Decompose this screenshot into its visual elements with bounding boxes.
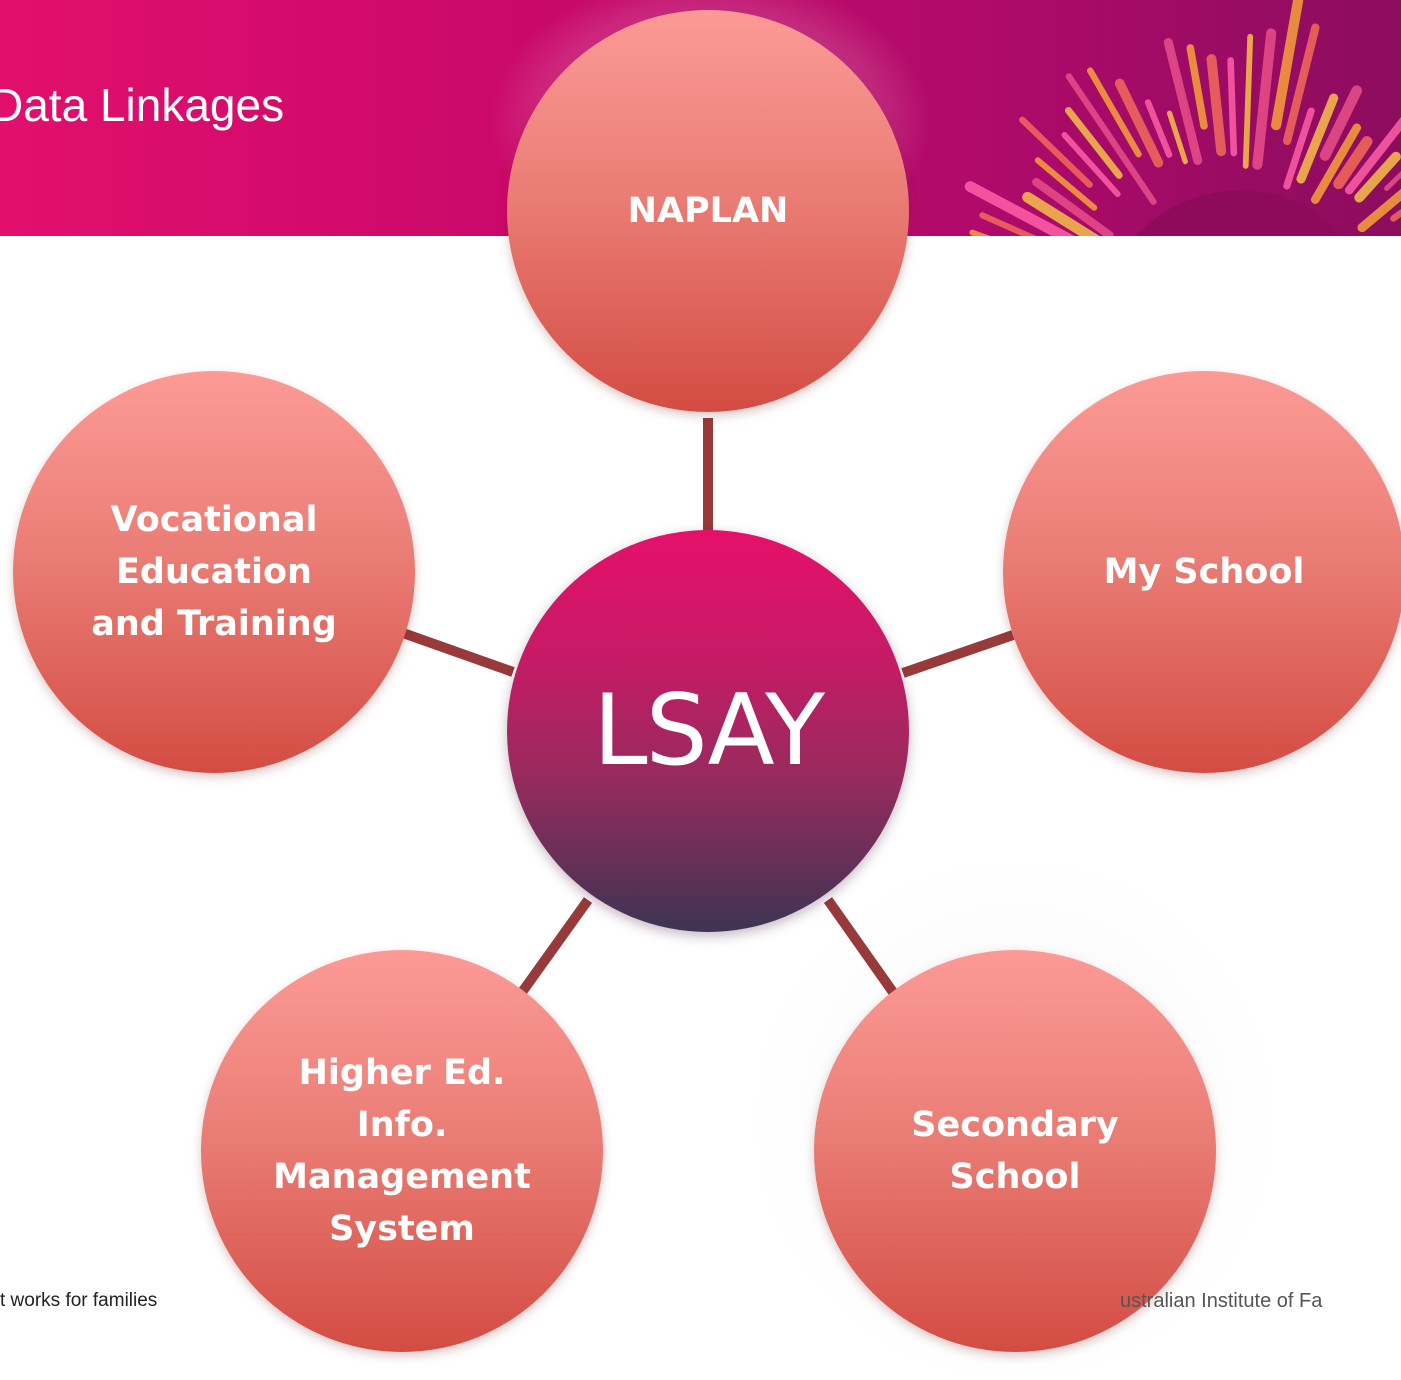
node-higher-ed-label: Higher Ed. Info. Management System bbox=[273, 1053, 531, 1249]
burst-ray bbox=[1144, 99, 1173, 158]
burst-ray bbox=[964, 181, 1075, 236]
burst-ray bbox=[1019, 116, 1093, 188]
burst-ray bbox=[1206, 54, 1227, 157]
footer-organization: ustralian Institute of Fa bbox=[1120, 1290, 1323, 1312]
burst-ray bbox=[1186, 44, 1208, 130]
center-label: LSAY bbox=[593, 674, 825, 788]
connector-secondary-school bbox=[823, 897, 900, 998]
burst-ray bbox=[1282, 23, 1320, 146]
burst-ray bbox=[1034, 157, 1098, 211]
burst-ray bbox=[1227, 57, 1238, 157]
burst-ray bbox=[1283, 107, 1315, 190]
burst-ray bbox=[1384, 170, 1401, 191]
node-vet: Vocational Education and Training bbox=[13, 371, 415, 773]
footer-tagline: t works for families bbox=[0, 1290, 158, 1311]
burst-ray bbox=[1333, 136, 1373, 190]
burst-ray bbox=[1065, 73, 1157, 205]
burst-ray bbox=[1296, 93, 1339, 184]
node-vet-label: Vocational Education and Training bbox=[91, 500, 337, 644]
connector-vet bbox=[401, 628, 515, 677]
burst-ray bbox=[1166, 110, 1188, 165]
starburst-decoration bbox=[964, 0, 1401, 236]
connector-my-school bbox=[901, 630, 1015, 678]
burst-ray bbox=[1163, 37, 1203, 165]
burst-center bbox=[1136, 190, 1344, 236]
burst-ray bbox=[1242, 33, 1254, 169]
node-higher-ed: Higher Ed. Info. Management System bbox=[201, 950, 603, 1352]
burst-ray bbox=[1022, 191, 1100, 236]
node-secondary-school: Secondary School bbox=[814, 950, 1216, 1352]
node-my-school-label: My School bbox=[1103, 552, 1305, 592]
burst-ray bbox=[1310, 123, 1362, 204]
burst-ray bbox=[1114, 78, 1164, 168]
node-center: LSAY bbox=[507, 530, 909, 932]
burst-ray bbox=[1064, 106, 1123, 179]
node-secondary-school-label: Secondary School bbox=[911, 1105, 1119, 1197]
node-naplan-label: NAPLAN bbox=[627, 191, 789, 231]
burst-ray bbox=[1086, 67, 1142, 158]
burst-ray bbox=[1357, 188, 1401, 233]
burst-ray bbox=[1344, 117, 1401, 195]
burst-ray bbox=[1252, 28, 1277, 170]
burst-ray bbox=[979, 212, 1037, 236]
burst-ray bbox=[1319, 85, 1363, 161]
burst-ray bbox=[1061, 131, 1121, 198]
node-my-school: My School bbox=[1003, 371, 1401, 773]
burst-ray bbox=[1270, 0, 1304, 131]
burst-ray bbox=[1354, 151, 1401, 203]
connector-lines bbox=[401, 418, 1015, 998]
node-naplan: NAPLAN bbox=[507, 10, 909, 412]
page-title: Data Linkages bbox=[0, 79, 285, 131]
connector-higher-ed bbox=[515, 897, 593, 998]
burst-ray bbox=[1032, 177, 1114, 236]
